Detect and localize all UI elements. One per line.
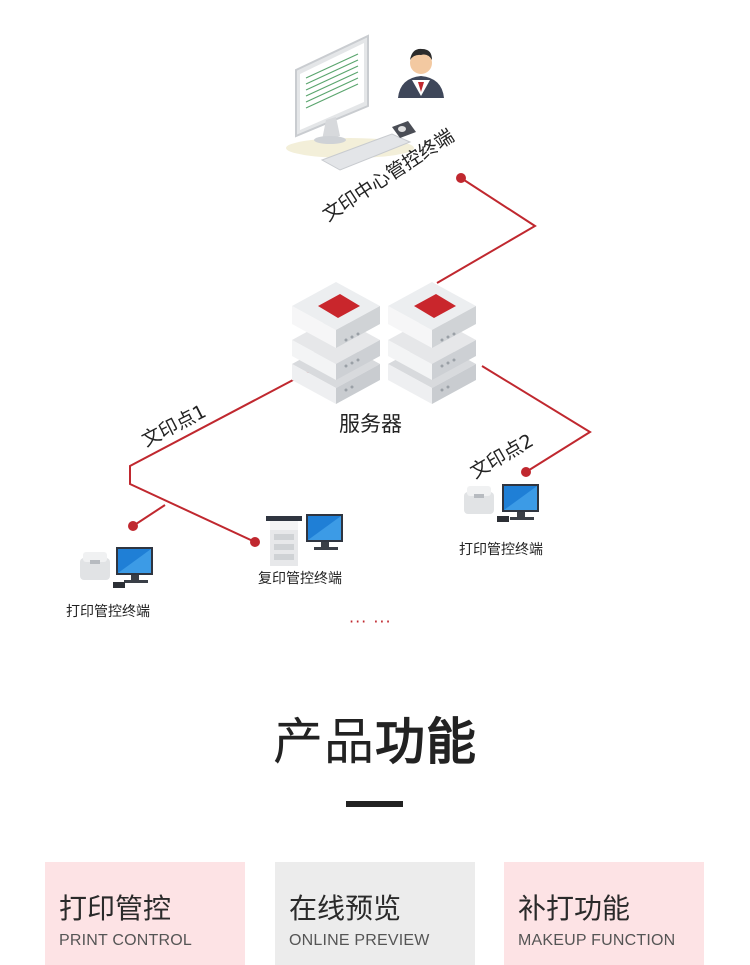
network-diagram: 文印中心管控终端 服务器 文印点1 文印点2 打印管控终端 复印管控终端 打印管… (66, 34, 592, 631)
copy-terminal-icon (266, 514, 343, 566)
line-server-to-node1 (129, 369, 313, 543)
user-avatar-icon (398, 48, 444, 98)
connection-dots (128, 173, 531, 547)
server-left (292, 282, 380, 404)
dot-center (456, 173, 466, 183)
section-title-bold: 功能 (375, 713, 477, 771)
section-title-light: 产品 (273, 713, 375, 771)
print-terminal-right-icon (464, 484, 539, 522)
line-server-to-node2 (481, 365, 592, 473)
copy-terminal-label: 复印管控终端 (258, 570, 342, 587)
feature-card-makeup-function[interactable]: 补打功能 MAKEUP FUNCTION (504, 862, 704, 965)
feature-title: 补打功能 (518, 892, 631, 925)
print-terminal-right-label: 打印管控终端 (459, 541, 543, 558)
title-underline (346, 801, 403, 807)
section-title: 产品功能 (0, 712, 750, 772)
print-terminal-left-label: 打印管控终端 (66, 603, 150, 620)
feature-subtitle: PRINT CONTROL (59, 932, 192, 949)
feature-subtitle: MAKEUP FUNCTION (518, 932, 676, 949)
print-terminal-left-icon (80, 547, 153, 588)
feature-title: 在线预览 (289, 892, 402, 925)
server-icon (292, 282, 476, 404)
dot-print-left (128, 521, 138, 531)
dot-copy (250, 537, 260, 547)
connection-lines (129, 177, 592, 543)
server-right (388, 282, 476, 404)
dot-node2 (521, 467, 531, 477)
more-ellipsis: ··· ··· (349, 612, 392, 631)
feature-title: 打印管控 (59, 892, 172, 925)
line-center-to-server (436, 177, 537, 284)
server-label: 服务器 (339, 412, 402, 436)
feature-card-print-control[interactable]: 打印管控 PRINT CONTROL (45, 862, 245, 965)
feature-card-online-preview[interactable]: 在线预览 ONLINE PREVIEW (275, 862, 475, 965)
line-node1-branch (132, 504, 166, 527)
feature-subtitle: ONLINE PREVIEW (289, 932, 430, 949)
center-terminal-icon (286, 34, 416, 171)
